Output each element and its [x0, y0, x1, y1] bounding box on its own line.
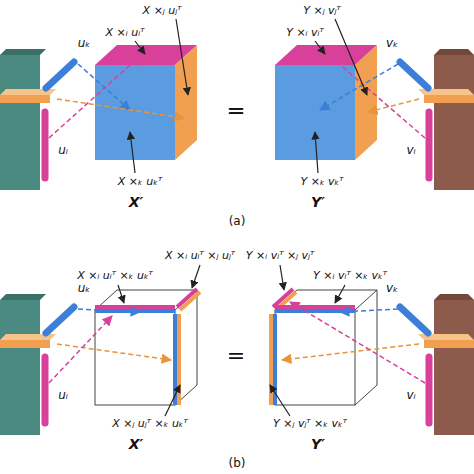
panel-label: (a)	[229, 214, 246, 228]
projection-arrow	[78, 64, 130, 110]
equals-sign: =	[227, 98, 245, 124]
factor-sides	[0, 294, 474, 435]
projection-arrow	[290, 302, 425, 383]
tensor-label: X ×ₖ uₖᵀ	[118, 175, 162, 188]
tensor-label: X ×ᵢ uᵢᵀ	[106, 26, 145, 39]
fiber-bar	[180, 292, 200, 310]
tensor-name: Y′	[311, 436, 325, 453]
tensor-label: Y ×ⱼ vⱼᵀ	[303, 4, 341, 17]
vector-label: vₖ	[386, 281, 398, 295]
tensor-label: X ×ⱼ uⱼᵀ	[143, 4, 182, 17]
tensor-label: X ×ᵢ uᵢᵀ ×ⱼ uⱼᵀ	[165, 249, 235, 262]
fiber-bar	[275, 309, 355, 313]
tensor-face	[175, 45, 197, 160]
vector-label: uₖ	[78, 281, 91, 295]
leader-arrow	[176, 19, 188, 95]
tensor-outline	[95, 310, 175, 405]
panel-label: (b)	[229, 456, 246, 470]
leader-arrow	[192, 265, 200, 288]
projection-arrow	[340, 309, 398, 312]
fiber-bar	[269, 314, 273, 405]
leader-arrow	[135, 41, 145, 54]
fiber-bar	[275, 305, 355, 309]
projection-arrow	[320, 64, 398, 110]
leader-arrow	[118, 285, 124, 303]
tensor-label: Y ×ⱼ vⱼᵀ ×ₖ vₖᵀ	[273, 417, 347, 430]
tensor-face	[95, 65, 175, 160]
tensor-label: X ×ᵢ uᵢᵀ ×ₖ uₖᵀ	[77, 269, 153, 282]
vector-label: uᵢ	[58, 388, 68, 402]
leader-arrow	[335, 285, 345, 303]
tensor-label: Y ×ᵢ vᵢᵀ ×ₖ vₖᵀ	[313, 269, 387, 282]
vector-label: vᵢ	[406, 143, 415, 157]
projection-arrow	[57, 344, 171, 360]
leader-arrow	[165, 385, 180, 416]
projection-arrow	[282, 344, 419, 360]
factor-sides	[0, 49, 474, 190]
tensor-label: Y ×ᵢ vᵢᵀ ×ⱼ vⱼᵀ	[246, 249, 314, 262]
tensor-label: X ×ⱼ uⱼᵀ ×ₖ uₖᵀ	[112, 417, 188, 430]
leader-arrow	[315, 132, 318, 173]
leader-arrow	[280, 265, 284, 290]
leader-arrow	[335, 19, 367, 95]
tensor-name: X′	[129, 194, 144, 211]
vector-label: uᵢ	[58, 143, 68, 157]
tensor-face	[275, 65, 355, 160]
projection-arrow	[330, 56, 425, 138]
vector-label: vₖ	[386, 36, 398, 50]
projection-arrow	[57, 99, 184, 118]
tensor-label: Y ×ᵢ vᵢᵀ	[286, 26, 324, 39]
fiber-bar	[95, 305, 175, 309]
tensor-name: X′	[129, 436, 144, 453]
tensor-outline	[275, 310, 355, 405]
projection-arrow	[78, 309, 140, 312]
fiber-bar	[177, 314, 181, 405]
projection-arrow	[49, 316, 112, 383]
leader-arrow	[130, 132, 135, 173]
vector-label: uₖ	[78, 36, 91, 50]
vector-label: vᵢ	[406, 388, 415, 402]
tensor-label: Y ×ₖ vₖᵀ	[300, 175, 343, 188]
equals-sign: =	[227, 343, 245, 369]
tensor-face	[355, 45, 377, 160]
tensor-name: Y′	[311, 194, 325, 211]
projection-arrow	[49, 56, 140, 138]
leader-arrow	[315, 41, 325, 54]
leader-arrow	[270, 385, 290, 416]
